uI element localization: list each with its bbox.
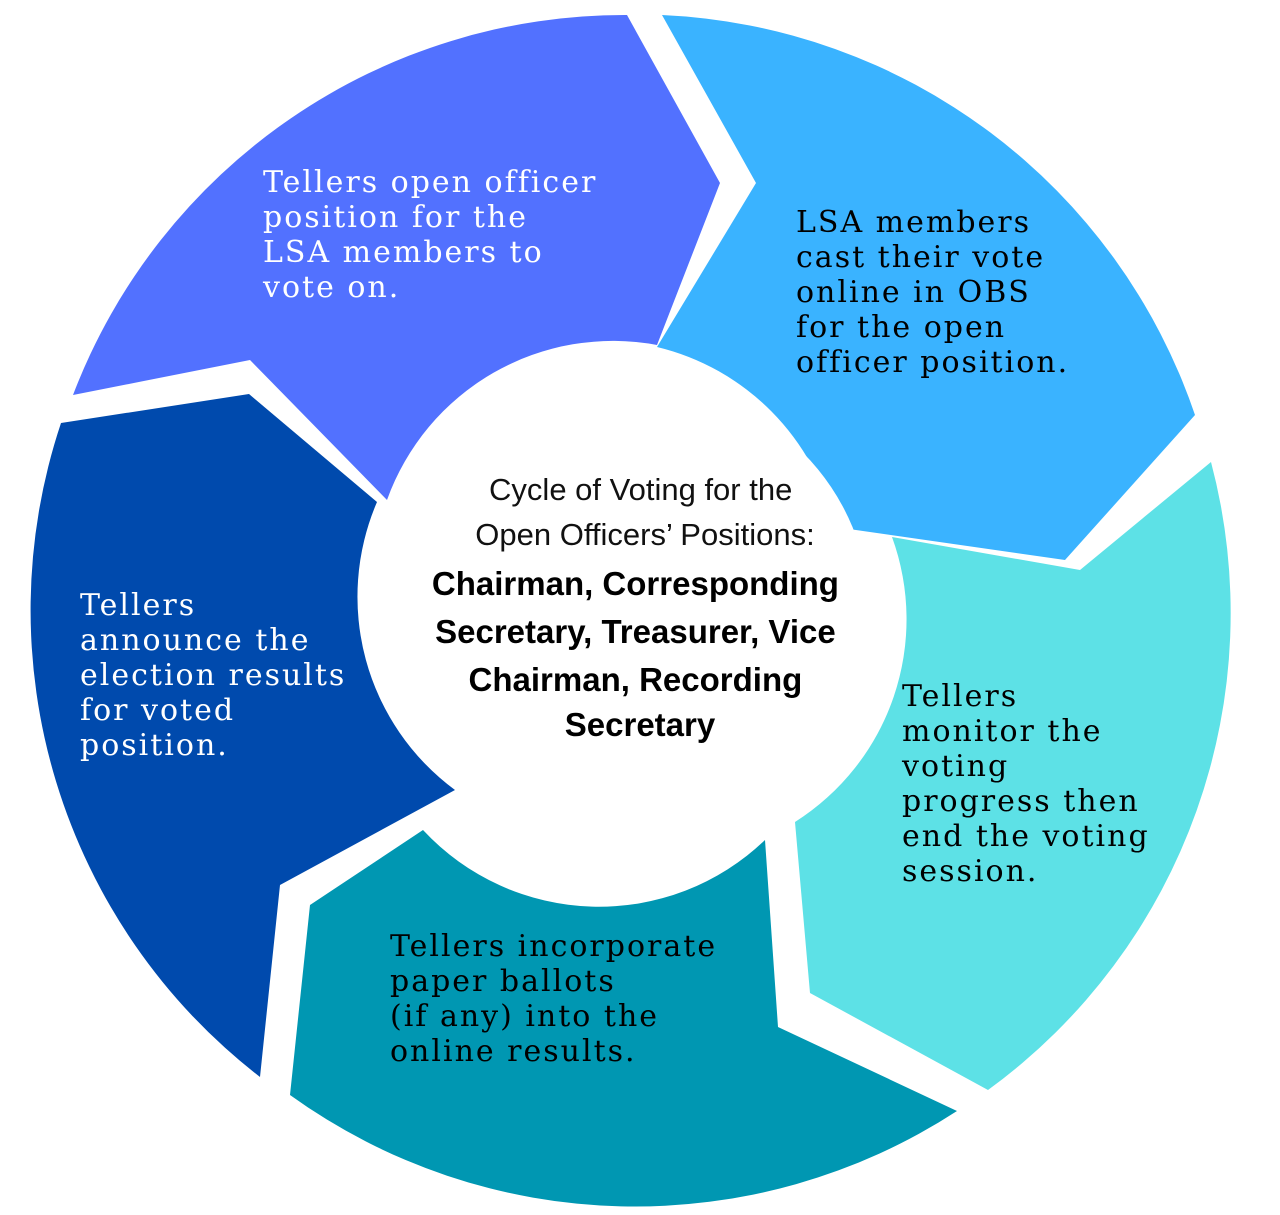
step-text-line: for the open <box>796 310 1006 345</box>
segment-monitor-voting-shape <box>795 462 1231 1090</box>
segment-incorporate-ballots-text: Tellers incorporate paper ballots (if an… <box>390 929 729 1069</box>
center-positions: Chairman, Corresponding Secretary, Treas… <box>432 565 848 743</box>
step-text-line: voting <box>901 749 1009 784</box>
step-text-line: election results <box>80 658 346 693</box>
step-incorporate-ballots: Tellers incorporate paper ballots (if an… <box>290 830 957 1207</box>
step-text-line: position for the <box>263 200 528 235</box>
step-text-line: Tellers incorporate <box>390 929 717 964</box>
step-text-line: position. <box>80 728 229 763</box>
center-caption: Cycle of Voting for the Open Officers’ P… <box>432 472 848 743</box>
center-positions-line: Chairman, Corresponding <box>432 565 839 602</box>
center-title: Cycle of Voting for the Open Officers’ P… <box>475 472 814 552</box>
segment-open-position-text: Tellers open officer position for the LS… <box>262 165 609 305</box>
step-text-line: for voted <box>80 693 235 728</box>
step-text-line: monitor the <box>902 714 1103 749</box>
center-positions-line: Chairman, Recording <box>469 661 803 698</box>
step-text-line: LSA members to <box>263 235 544 270</box>
segment-cast-vote-shape <box>657 15 1195 560</box>
segment-open-position-shape <box>73 14 720 500</box>
step-text-line: Tellers <box>902 679 1018 714</box>
step-text-line: progress then <box>902 784 1140 819</box>
step-text-line: vote on. <box>262 270 400 305</box>
step-text-line: paper ballots <box>390 964 616 999</box>
step-text-line: online results. <box>390 1034 637 1069</box>
center-title-line: Open Officers’ Positions: <box>475 517 814 552</box>
step-text-line: end the voting <box>902 819 1150 854</box>
step-text-line: session. <box>902 854 1038 889</box>
center-positions-line: Secretary, Treasurer, Vice <box>435 613 836 650</box>
step-text-line: LSA members <box>796 205 1031 240</box>
step-text-line: cast their vote <box>796 240 1045 275</box>
step-text-line: officer position. <box>796 345 1069 380</box>
step-text-line: announce the <box>80 623 310 658</box>
step-announce-results: Tellers announce the election results fo… <box>30 394 456 1077</box>
segment-monitor-voting-text: Tellers monitor the voting progress then… <box>901 679 1161 889</box>
center-positions-line: Secretary <box>565 706 716 743</box>
segment-announce-results-text: Tellers announce the election results fo… <box>80 588 358 763</box>
center-title-line: Cycle of Voting for the <box>489 472 792 507</box>
step-text-line: (if any) into the <box>390 999 659 1034</box>
segment-announce-results-shape <box>30 394 456 1077</box>
step-open-position: Tellers open officer position for the LS… <box>73 14 720 500</box>
center-circle <box>410 385 870 845</box>
step-monitor-voting: Tellers monitor the voting progress then… <box>795 462 1231 1090</box>
segment-incorporate-ballots-shape <box>290 830 957 1207</box>
step-text-line: Tellers <box>80 588 196 623</box>
segment-cast-vote-text: LSA members cast their vote online in OB… <box>796 205 1069 380</box>
step-cast-vote: LSA members cast their vote online in OB… <box>657 15 1195 560</box>
step-text-line: Tellers open officer <box>263 165 597 200</box>
step-text-line: online in OBS <box>796 275 1031 310</box>
